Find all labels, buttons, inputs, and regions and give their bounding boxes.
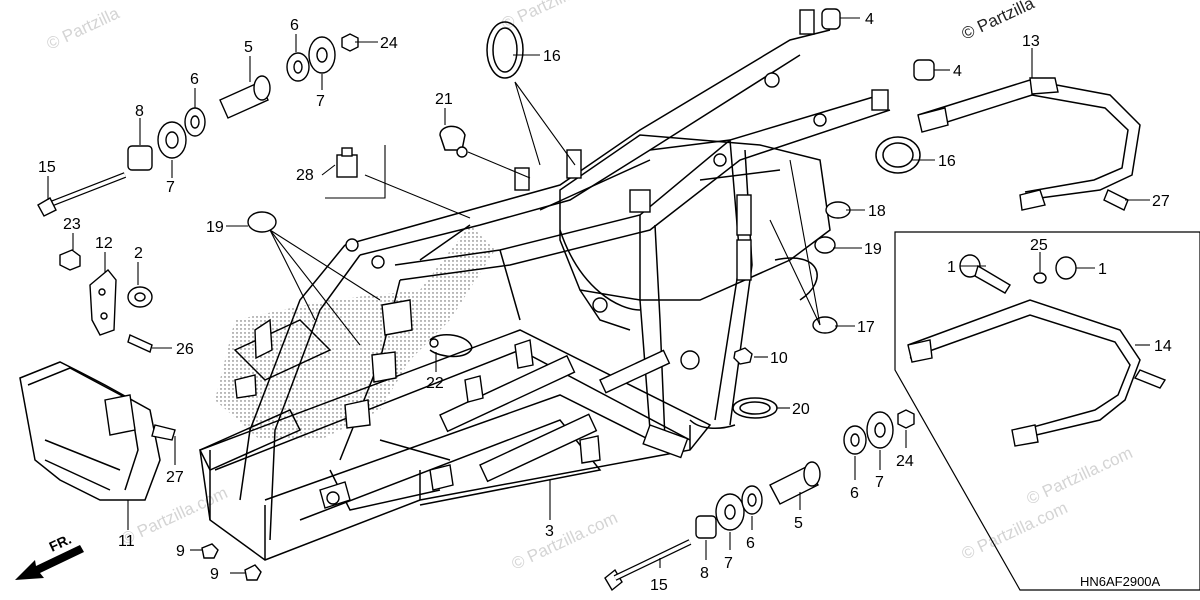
callout-27: 27 bbox=[1152, 193, 1170, 210]
callout-22: 22 bbox=[426, 375, 444, 392]
callout-26: 26 bbox=[176, 341, 194, 358]
callout-6: 6 bbox=[190, 71, 199, 88]
callout-24: 24 bbox=[380, 35, 398, 52]
callout-28: 28 bbox=[296, 167, 314, 184]
watermark: © Partzilla.com bbox=[509, 508, 621, 574]
callout-8: 8 bbox=[135, 103, 144, 120]
callout-5: 5 bbox=[244, 39, 253, 56]
callout-9: 9 bbox=[210, 566, 219, 583]
callout-16: 16 bbox=[543, 48, 561, 65]
callouts: 8 15 7 6 5 6 7 24 16 4 4 13 16 27 18 19 … bbox=[38, 11, 1172, 594]
callout-21: 21 bbox=[435, 91, 453, 108]
callout-1: 1 bbox=[1098, 261, 1107, 278]
callout-24: 24 bbox=[896, 453, 914, 470]
callout-6: 6 bbox=[290, 17, 299, 34]
callout-1: 1 bbox=[947, 259, 956, 276]
bolt-icon bbox=[37, 172, 127, 217]
watermark: © Partzilla bbox=[499, 0, 578, 34]
callout-20: 20 bbox=[792, 401, 810, 418]
watermark: © Partzilla bbox=[44, 3, 123, 53]
callout-14: 14 bbox=[1154, 338, 1172, 355]
leader-lines bbox=[47, 17, 1150, 574]
callout-18: 18 bbox=[868, 203, 886, 220]
left-parts bbox=[15, 21, 524, 581]
callout-15: 15 bbox=[38, 159, 56, 176]
watermark: © Partzilla.com bbox=[119, 483, 231, 549]
watermark: © Partzilla.com bbox=[959, 498, 1071, 564]
callout-19: 19 bbox=[206, 219, 224, 236]
watermark: © Partzilla.com bbox=[1024, 443, 1136, 509]
frame-body bbox=[198, 9, 891, 561]
callout-7: 7 bbox=[166, 179, 175, 196]
callout-4: 4 bbox=[865, 11, 874, 28]
callout-12: 12 bbox=[95, 235, 113, 252]
front-arrow-icon bbox=[15, 545, 84, 580]
callout-25: 25 bbox=[1030, 237, 1048, 254]
callout-3: 3 bbox=[545, 523, 554, 540]
callout-27: 27 bbox=[166, 469, 184, 486]
callout-17: 17 bbox=[857, 319, 875, 336]
callout-4: 4 bbox=[953, 63, 962, 80]
callout-11: 11 bbox=[118, 533, 135, 550]
callout-7: 7 bbox=[724, 555, 733, 572]
callout-6: 6 bbox=[850, 485, 859, 502]
callout-13: 13 bbox=[1022, 33, 1040, 50]
callout-6: 6 bbox=[746, 535, 755, 552]
callout-16: 16 bbox=[938, 153, 956, 170]
diagram-code: HN6AF2900A bbox=[1080, 574, 1161, 589]
callout-10: 10 bbox=[770, 350, 788, 367]
callout-9: 9 bbox=[176, 543, 185, 560]
callout-5: 5 bbox=[794, 515, 803, 532]
callout-7: 7 bbox=[875, 474, 884, 491]
callout-2: 2 bbox=[134, 245, 143, 262]
callout-15: 15 bbox=[650, 577, 668, 594]
callout-23: 23 bbox=[63, 216, 81, 233]
callout-7: 7 bbox=[316, 93, 325, 110]
watermarks: © Partzilla © Partzilla © Partzilla © Pa… bbox=[44, 0, 1136, 574]
callout-19: 19 bbox=[864, 241, 882, 258]
callout-8: 8 bbox=[700, 565, 709, 582]
